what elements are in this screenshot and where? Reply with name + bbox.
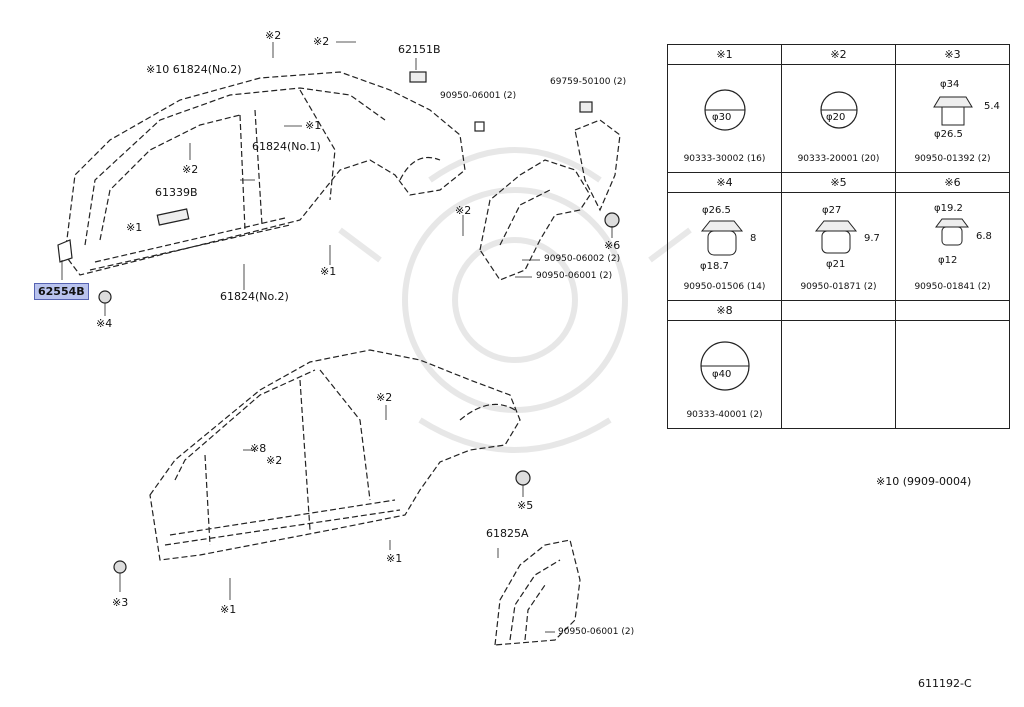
leader-lines xyxy=(61,41,613,633)
inner-diameter-label: φ26.5 xyxy=(934,129,963,140)
round-plug-icon xyxy=(700,341,750,391)
part-label-62554b[interactable]: 62554B xyxy=(34,283,89,300)
grommet-icon xyxy=(814,220,858,254)
height-label: 5.4 xyxy=(984,101,1000,112)
table-cell-empty xyxy=(895,320,1010,429)
grommet-icon xyxy=(933,96,973,126)
round-plug-icon xyxy=(704,89,746,131)
note-2-d: ※2 xyxy=(455,204,472,217)
grommet-icon xyxy=(700,220,744,256)
upper-body-panel xyxy=(64,71,466,276)
table-header: ※2 xyxy=(781,44,896,65)
note-3: ※3 xyxy=(112,596,129,609)
part-number[interactable]: 90950-01841 (2) xyxy=(914,282,991,292)
note-2-e: ※2 xyxy=(376,391,393,404)
part-number[interactable]: 90333-20001 (20) xyxy=(797,154,880,164)
table-cell-plug: φ40 90333-40001 (2) xyxy=(667,320,782,429)
note-1-a: ※1 xyxy=(305,119,322,132)
grommet-icon xyxy=(935,218,969,246)
note-8: ※8 xyxy=(250,442,267,455)
table-cell-grommet: φ27 9.7 φ21 90950-01871 (2) xyxy=(781,192,896,301)
note-10-reference: ※10 (9909-0004) xyxy=(876,475,972,488)
part-number[interactable]: 90950-01392 (2) xyxy=(914,154,991,164)
height-label: 9.7 xyxy=(864,233,880,244)
part-label-61824-no2-bottom[interactable]: 61824(No.2) xyxy=(220,290,289,303)
table-cell-plug: φ30 90333-30002 (16) xyxy=(667,64,782,173)
note-1-b: ※1 xyxy=(126,221,143,234)
table-header: ※6 xyxy=(895,172,1010,193)
inner-diameter-label: φ21 xyxy=(826,259,846,270)
note-2-a: ※2 xyxy=(265,29,282,42)
table-header: ※5 xyxy=(781,172,896,193)
front-pillar-part xyxy=(57,71,593,304)
diameter-label: φ20 xyxy=(826,112,846,123)
table-header: ※1 xyxy=(667,44,782,65)
table-header: ※3 xyxy=(895,44,1010,65)
table-cell-empty xyxy=(781,320,896,429)
note-1-e: ※1 xyxy=(220,603,237,616)
table-header-empty xyxy=(781,300,896,321)
part-label-69759-50100[interactable]: 69759-50100 (2) xyxy=(550,77,627,87)
note-2-f: ※2 xyxy=(266,454,283,467)
lower-body-panel xyxy=(149,349,521,561)
part-label-62151b[interactable]: 62151B xyxy=(398,43,441,56)
part-label-90950-06001-a[interactable]: 90950-06001 (2) xyxy=(440,91,517,101)
note-1-c: ※1 xyxy=(320,265,337,278)
part-label-61339b[interactable]: 61339B xyxy=(155,186,198,199)
table-header: ※8 xyxy=(667,300,782,321)
diameter-label: φ30 xyxy=(712,112,732,123)
note-6: ※6 xyxy=(604,239,621,252)
note-4-left: ※4 xyxy=(96,317,113,330)
drawing-code: 611192-C xyxy=(918,677,972,690)
diameter-label: φ40 xyxy=(712,369,732,380)
rear-fender-liner xyxy=(494,539,581,646)
table-cell-grommet: φ34 5.4 φ26.5 90950-01392 (2) xyxy=(895,64,1010,173)
note-2-c: ※2 xyxy=(182,163,199,176)
outer-diameter-label: φ26.5 xyxy=(702,205,731,216)
part-label-61825a[interactable]: 61825A xyxy=(486,527,529,540)
part-number[interactable]: 90950-01871 (2) xyxy=(800,282,877,292)
watermark-emblem xyxy=(338,147,692,453)
height-label: 8 xyxy=(750,233,757,244)
table-header-empty xyxy=(895,300,1010,321)
round-plug-icon xyxy=(820,91,858,129)
note-1-d: ※1 xyxy=(386,552,403,565)
outer-diameter-label: φ27 xyxy=(822,205,842,216)
outer-diameter-label: φ19.2 xyxy=(934,203,963,214)
part-label-90950-06002[interactable]: 90950-06002 (2) xyxy=(544,254,621,264)
part-number[interactable]: 90333-30002 (16) xyxy=(683,154,766,164)
note-2-b: ※2 xyxy=(313,35,330,48)
part-number[interactable]: 90950-01506 (14) xyxy=(683,282,766,292)
fastener-reference-table: ※1 ※2 ※3 φ30 90333-30002 (16) φ20 90333-… xyxy=(667,44,1010,429)
part-label-61824-no1[interactable]: 61824(No.1) xyxy=(252,140,321,153)
part-label-90950-06001-c[interactable]: 90950-06001 (2) xyxy=(558,627,635,637)
table-header: ※4 xyxy=(667,172,782,193)
inner-diameter-label: φ12 xyxy=(938,255,958,266)
inner-fender-upper xyxy=(479,119,621,281)
height-label: 6.8 xyxy=(976,231,992,242)
part-label-90950-06001-b[interactable]: 90950-06001 (2) xyxy=(536,271,613,281)
part-label-61824-no2-top[interactable]: ※10 61824(No.2) xyxy=(146,63,242,76)
inner-diameter-label: φ18.7 xyxy=(700,261,729,272)
table-cell-grommet: φ26.5 8 φ18.7 90950-01506 (14) xyxy=(667,192,782,301)
outer-diameter-label: φ34 xyxy=(940,79,960,90)
part-number[interactable]: 90333-40001 (2) xyxy=(686,410,763,420)
table-cell-grommet: φ19.2 6.8 φ12 90950-01841 (2) xyxy=(895,192,1010,301)
table-cell-plug: φ20 90333-20001 (20) xyxy=(781,64,896,173)
note-5: ※5 xyxy=(517,499,534,512)
